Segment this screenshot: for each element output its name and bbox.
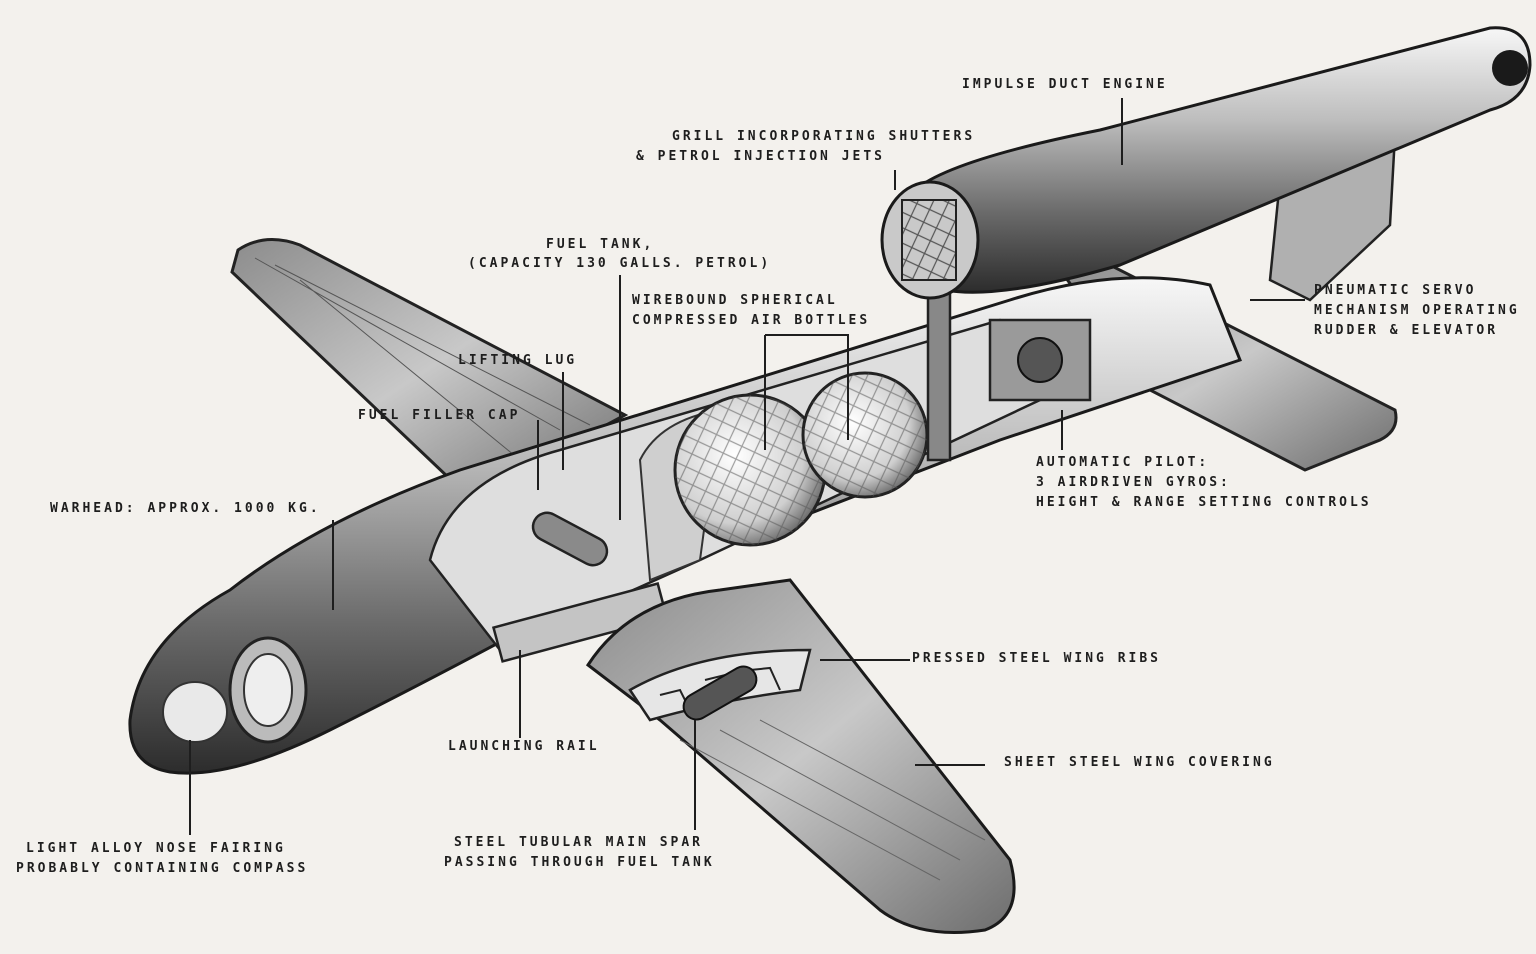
label-impulse-duct-engine: IMPULSE DUCT ENGINE: [962, 77, 1168, 92]
label-pilot-line2: 3 AIRDRIVEN GYROS:: [1036, 475, 1231, 490]
engine-duct: [913, 26, 1532, 294]
label-pilot-line1: AUTOMATIC PILOT:: [1036, 455, 1210, 470]
label-spar-line2: PASSING THROUGH FUEL TANK: [444, 855, 715, 870]
label-launching-rail: LAUNCHING RAIL: [448, 739, 600, 754]
label-servo-line1: PNEUMATIC SERVO: [1314, 283, 1477, 298]
label-nose-line2: PROBABLY CONTAINING COMPASS: [16, 861, 309, 876]
label-warhead: WARHEAD: APPROX. 1000 Kg.: [50, 501, 321, 516]
label-grill-line1: GRILL INCORPORATING SHUTTERS: [672, 129, 976, 144]
lower-main-wing: [585, 578, 1016, 934]
label-nose-line1: LIGHT ALLOY NOSE FAIRING: [26, 841, 286, 856]
nose-fairing: [162, 681, 228, 743]
exhaust-nozzle: [1492, 50, 1528, 86]
intake-grill: [901, 199, 957, 281]
leader-lines: [189, 98, 1305, 835]
main-spar: [682, 665, 758, 721]
label-air-bottles-line2: COMPRESSED AIR BOTTLES: [632, 313, 871, 328]
launching-rail: [491, 582, 669, 663]
label-servo-line3: RUDDER & ELEVATOR: [1314, 323, 1499, 338]
label-wing-ribs: PRESSED STEEL WING RIBS: [912, 651, 1162, 666]
label-fuel-filler-cap: FUEL FILLER CAP: [358, 408, 521, 423]
label-servo-line2: MECHANISM OPERATING: [1314, 303, 1520, 318]
label-spar-line1: STEEL TUBULAR MAIN SPAR: [454, 835, 704, 850]
label-pilot-line3: HEIGHT & RANGE SETTING CONTROLS: [1036, 495, 1372, 510]
filler-pipe: [531, 511, 609, 567]
label-fuel-tank-line2: (CAPACITY 130 GALLS. PETROL): [468, 256, 772, 271]
label-air-bottles-line1: WIREBOUND SPHERICAL: [632, 293, 838, 308]
label-lifting-lug: LIFTING LUG: [458, 353, 578, 368]
label-fuel-tank-line1: FUEL TANK,: [546, 237, 655, 252]
label-grill-line2: & PETROL INJECTION JETS: [636, 149, 886, 164]
label-wing-covering: SHEET STEEL WING COVERING: [1004, 755, 1275, 770]
